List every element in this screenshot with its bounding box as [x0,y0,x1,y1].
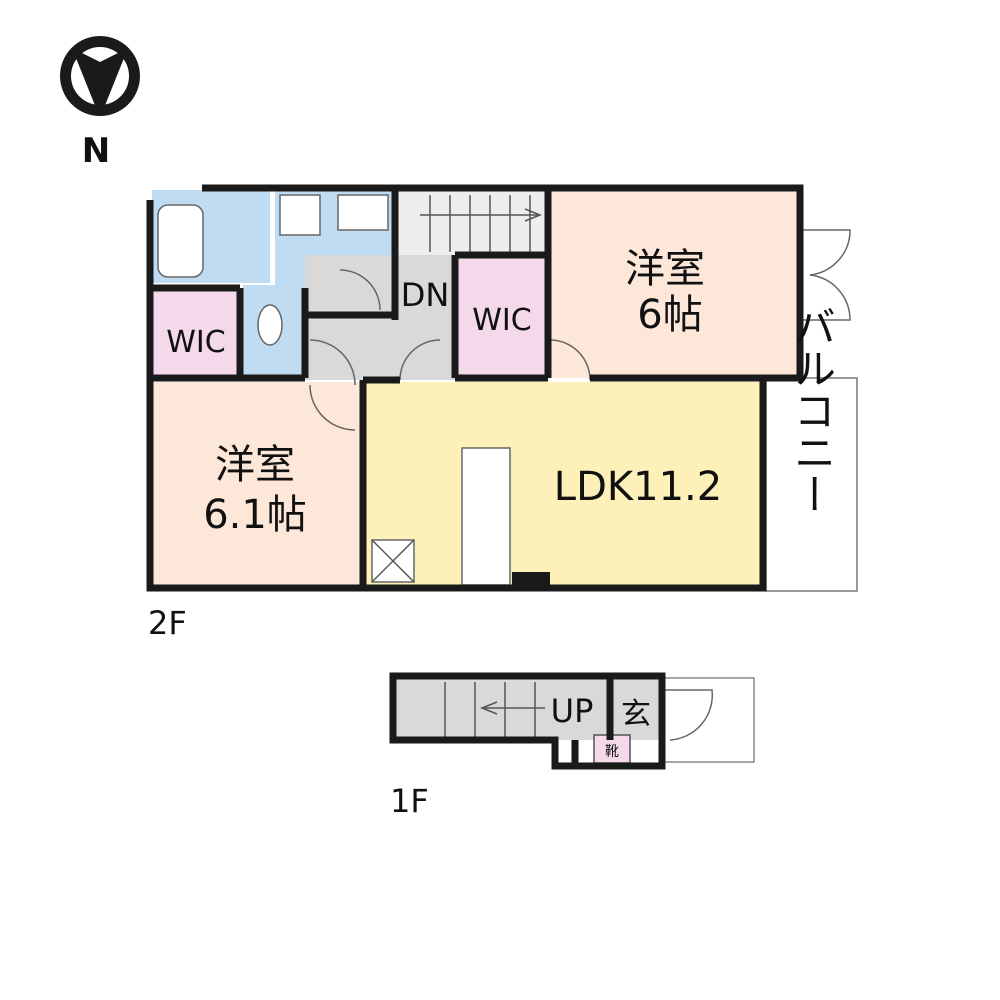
stair-steps-1f [444,682,545,738]
balcony-label: バルコニー [788,305,837,515]
stair-steps-2f [420,195,543,252]
bedroom-south-area [152,382,360,586]
entrance-label: 玄 [621,697,651,732]
washing-machine-icon [279,194,321,236]
bedroom-north-name: 洋室 [625,246,705,292]
bathtub-icon [157,204,204,278]
ldk-area [363,382,763,586]
floor-2f-label: 2F [148,604,187,642]
stair-up-label: UP [551,692,594,730]
walls-2f [146,184,804,592]
fixtures-2f [157,194,851,586]
kitchen-counter-icon [461,447,511,586]
entrance-area [610,678,662,740]
wic-left-label: WIC [166,325,225,360]
ldk-label: LDK11.2 [554,464,722,510]
stair-down-label: DN [401,276,450,314]
wic-center-area [458,258,546,378]
bedroom-north-size: 6帖 [637,292,702,338]
bedroom-south-name: 洋室 [215,442,295,488]
stair-1f-area [396,678,610,740]
floor-1f-label: 1F [390,782,429,820]
bedroom-north-area [548,190,798,378]
porch-area [661,677,755,763]
north-label: N [82,131,110,171]
bedroom-south-size: 6.1帖 [203,492,307,538]
north-compass-icon [60,36,140,116]
wic-left-area [152,290,240,377]
sink-icon [337,194,389,231]
wic-center-label: WIC [472,303,531,338]
floor-1f [389,672,755,770]
stair-2f-area [398,190,546,255]
shoe-box-label: 靴 [605,744,619,760]
toilet-icon [257,304,283,346]
room-fills-2f [152,190,858,592]
